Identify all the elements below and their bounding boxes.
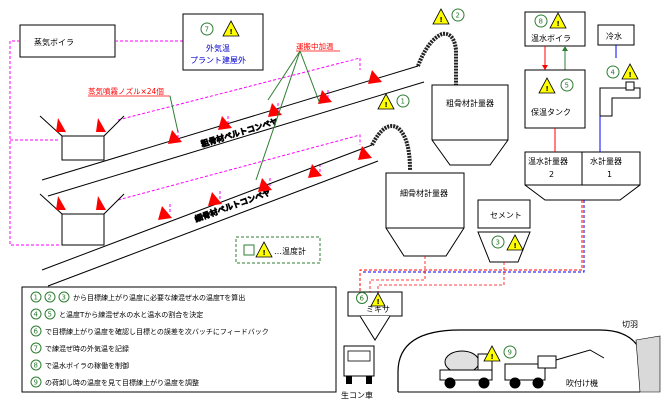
- svg-text:8: 8: [34, 362, 38, 370]
- legend-item-3-text: で目標練上がり温度を確認し目標との誤差を次バッチにフィードバック: [45, 327, 269, 336]
- cement-label: セメント: [490, 211, 522, 220]
- warning-icon: !: [377, 298, 380, 306]
- legend-item-2-text: と温度Tから練混ぜ水の水と温水の割合を決定: [59, 310, 203, 319]
- legend-item-5: 8 で温水ボイラの稼働を制御: [30, 359, 129, 371]
- warning-icon: !: [629, 71, 632, 79]
- warning-icon: !: [546, 85, 549, 93]
- cold-water-source: 冷水: [597, 24, 635, 58]
- warning-icon: !: [385, 101, 388, 109]
- face-label: 切羽: [622, 320, 638, 329]
- svg-text:9: 9: [34, 379, 38, 387]
- fine-meter-label: 細骨材計量器: [400, 188, 448, 198]
- insulation-tank: ! 5 保温タンク: [524, 69, 586, 129]
- plant-outdoor-label: プラント建屋外: [190, 55, 246, 65]
- badge-1: 1: [401, 98, 405, 106]
- svg-text:4: 4: [34, 311, 39, 319]
- tunnel-truck: [439, 350, 493, 389]
- thermometer-legend-label: …温度計: [274, 246, 306, 256]
- hot-water-boiler-label: 温水ボイラ: [531, 33, 571, 43]
- legend-item-1-text: から目標練上がり温度に必要な練混ぜ水の温度Tを算出: [73, 293, 245, 302]
- badge-4: 4: [611, 69, 616, 77]
- spraying-machine: 吹付け機: [504, 349, 605, 389]
- hot-water-meter-index: 2: [549, 170, 554, 179]
- mixer-label: ミキサ: [366, 305, 390, 314]
- badge-5: 5: [565, 82, 569, 90]
- legend-item-6: 9 の荷卸し時の温度を見て目標練上がり温度を調整: [30, 376, 199, 388]
- steam-nozzle-label: 蒸気噴霧ノズル×24個: [88, 86, 164, 96]
- svg-text:7: 7: [34, 345, 38, 353]
- legend-item-4-text: で練混ぜ時の外気温を記録: [45, 344, 129, 353]
- svg-text:2: 2: [48, 294, 52, 302]
- steam-boiler: 蒸気ボイラ: [19, 24, 116, 58]
- fine-aggregate-meter: 細骨材計量器: [385, 172, 465, 257]
- warning-icon: !: [491, 353, 494, 361]
- outdoor-temp-label: 外気温: [206, 43, 230, 53]
- badge-9: 9: [508, 349, 512, 357]
- steam-lines: [9, 40, 361, 246]
- badge-3: 3: [496, 239, 500, 247]
- legend-item-5-text: で温水ボイラの稼働を制御: [45, 361, 129, 370]
- coarse-aggregate-chute: [416, 31, 458, 90]
- badge-6: 6: [360, 295, 365, 303]
- sensor-9: ! 9: [483, 345, 517, 362]
- water-meters: 温水計量器 2 水計量器 1: [524, 151, 641, 201]
- sensor-1: ! 1: [377, 93, 410, 110]
- badge-7: 7: [205, 26, 209, 34]
- badge-8: 8: [539, 18, 543, 26]
- cement-hopper: セメント 3 !: [477, 199, 531, 263]
- coarse-meter-label: 粗骨材計量器: [446, 98, 494, 108]
- warning-icon: !: [557, 20, 560, 28]
- legend-item-6-text: の荷卸し時の温度を見て目標練上がり温度を調整: [45, 378, 199, 387]
- tunnel: 切羽: [397, 320, 661, 393]
- outdoor-temperature-box: 7 ! 外気温 プラント建屋外: [182, 13, 264, 71]
- legend-item-3: 6 で目標練上がり温度を確認し目標との誤差を次バッチにフィードバック: [30, 325, 269, 337]
- badge-2: 2: [456, 12, 460, 20]
- hot-water-boiler: 8 ! 温水ボイラ: [524, 11, 586, 47]
- cold-water-label: 冷水: [606, 31, 622, 41]
- fresh-concrete-truck: 生コン車: [341, 345, 375, 400]
- warning-icon: !: [263, 249, 266, 257]
- feed-lines-to-mixer: [369, 256, 505, 292]
- hopper-lower: [39, 193, 125, 246]
- nozzle-callout: 蒸気噴霧ノズル×24個: [88, 86, 179, 133]
- legend-item-2: 4 5 と温度Tから練混ぜ水の水と温水の割合を決定: [30, 308, 203, 320]
- water-lines: [359, 116, 601, 292]
- warning-icon: !: [514, 242, 517, 250]
- coarse-aggregate-meter: 粗骨材計量器: [431, 84, 509, 166]
- warning-icon: !: [230, 28, 233, 36]
- sensor-4: 4 !: [606, 63, 639, 80]
- legend-item-1: 1 2 3 から目標練上がり温度に必要な練混ぜ水の温度Tを算出: [30, 291, 245, 303]
- cold-water-pipe: [599, 81, 641, 117]
- svg-text:6: 6: [34, 328, 39, 336]
- conveying-heating-callout: 運搬中加温: [255, 41, 340, 181]
- steam-boiler-label: 蒸気ボイラ: [34, 37, 74, 47]
- svg-text:3: 3: [62, 294, 66, 302]
- legend-item-4: 7 で練混ぜ時の外気温を記録: [30, 342, 129, 354]
- circulation-arrows: [542, 46, 568, 70]
- svg-text:5: 5: [48, 311, 52, 319]
- water-meter-label: 水計量器: [590, 156, 622, 166]
- insulation-tank-label: 保温タンク: [531, 107, 571, 117]
- truck-label: 生コン車: [341, 390, 373, 400]
- hot-water-meter-label: 温水計量器: [528, 156, 568, 166]
- coarse-belt-label: 粗骨材ベルトコンベヤ: [200, 116, 279, 149]
- warning-icon: !: [440, 16, 443, 24]
- conveying-heating-label: 運搬中加温: [296, 41, 334, 51]
- svg-text:1: 1: [34, 294, 38, 302]
- mixer: 6 ! ミキサ: [347, 291, 403, 341]
- hopper-upper: [39, 115, 125, 161]
- procedure-legend: 1 2 3 から目標練上がり温度に必要な練混ぜ水の温度Tを算出 4 5 と温度T…: [21, 286, 337, 393]
- thermometer-legend: ! …温度計: [235, 236, 321, 264]
- spraying-machine-label: 吹付け機: [566, 378, 598, 388]
- sensor-2: ! 2: [432, 8, 465, 25]
- water-meter-index: 1: [607, 170, 612, 179]
- fine-aggregate-chute: [370, 124, 412, 171]
